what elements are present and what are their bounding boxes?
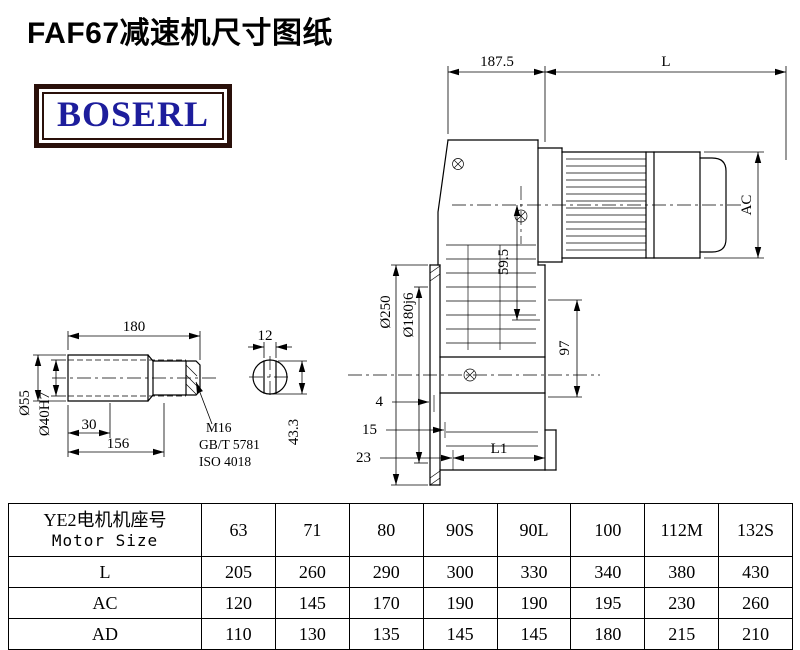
keyway-section-view [252,359,288,395]
centerlines [52,186,744,398]
dim-label-59-5: 59.5 [496,249,512,275]
size-col-100: 100 [570,503,646,557]
row-label-AC: AC [8,587,202,619]
table-row-L: L 205 260 290 300 330 340 380 430 [8,556,793,588]
value-cell: 210 [718,618,793,650]
dimensions-shaft: 180 30 156 Ø55 Ø40H7 12 43.3 M16 [17,319,307,469]
motor-size-header-cell: YE2电机机座号 Motor Size [8,503,202,557]
boserl-logo: BOSERL [34,84,233,149]
value-cell: 145 [274,587,350,619]
boserl-logo-frame: BOSERL [42,92,225,141]
value-cell: 215 [644,618,720,650]
size-col-80: 80 [348,503,424,557]
dim-label-12: 12 [258,328,273,344]
size-col-132s: 132S [718,503,793,557]
size-col-63: 63 [201,503,276,557]
size-col-112m: 112M [644,503,720,557]
dim-label-187-5: 187.5 [480,54,514,70]
dim-label-L1: L1 [491,441,508,457]
table-row-AC: AC 120 145 170 190 190 195 230 260 [8,587,793,619]
value-cell: 130 [274,618,350,650]
value-cell: 205 [201,556,276,588]
dim-label-15: 15 [362,422,377,438]
dim-label-43-3: 43.3 [286,419,302,445]
dim-label-d40h7: Ø40H7 [37,391,53,436]
dimensions-main: 187.5 L AC Ø250 Ø180j6 59.5 97 4 15 23 [356,54,787,486]
dim-label-4: 4 [376,394,384,410]
motor-size-label-cn: YE2电机机座号 [43,509,167,530]
dim-label-d250: Ø250 [378,295,394,328]
value-cell: 180 [570,618,646,650]
value-cell: 330 [496,556,572,588]
thread-note-m16: M16 [206,420,232,435]
table-header-row: YE2电机机座号 Motor Size 63 71 80 90S 90L 100… [8,503,793,557]
std-note-iso: ISO 4018 [199,454,251,469]
size-col-90s: 90S [422,503,498,557]
value-cell: 120 [201,587,276,619]
value-cell: 170 [348,587,424,619]
value-cell: 260 [718,587,793,619]
value-cell: 110 [201,618,276,650]
size-col-71: 71 [274,503,350,557]
dim-label-d55: Ø55 [17,390,33,416]
dim-label-L: L [661,54,670,70]
std-note-gbt: GB/T 5781 [199,437,260,452]
dim-label-180: 180 [123,319,146,335]
value-cell: 145 [422,618,498,650]
motor-fins [566,158,646,251]
motor-dimension-table: YE2电机机座号 Motor Size 63 71 80 90S 90L 100… [8,503,793,650]
value-cell: 190 [496,587,572,619]
value-cell: 145 [496,618,572,650]
row-label-AD: AD [8,618,202,650]
value-cell: 430 [718,556,793,588]
row-label-L: L [8,556,202,588]
value-cell: 135 [348,618,424,650]
logo-text: BOSERL [57,94,210,134]
value-cell: 290 [348,556,424,588]
dim-label-156: 156 [107,436,130,452]
value-cell: 300 [422,556,498,588]
value-cell: 190 [422,587,498,619]
motor [537,147,727,263]
table-row-AD: AD 110 130 135 145 145 180 215 210 [8,618,793,650]
dim-label-23: 23 [356,450,371,466]
size-col-90l: 90L [496,503,572,557]
value-cell: 260 [274,556,350,588]
value-cell: 380 [644,556,720,588]
value-cell: 230 [644,587,720,619]
value-cell: 340 [570,556,646,588]
motor-size-label-en: Motor Size [51,531,159,551]
technical-drawing: 180 30 156 Ø55 Ø40H7 12 43.3 M16 [17,54,787,486]
dim-label-97: 97 [557,340,573,356]
dim-label-d180: Ø180j6 [401,292,417,338]
shaft-detail-view [67,354,201,402]
page-title: FAF67减速机尺寸图纸 [27,17,334,50]
bolt-symbols [452,158,528,382]
value-cell: 195 [570,587,646,619]
dim-label-AC: AC [739,195,755,216]
dim-label-30: 30 [82,417,97,433]
gearbox-outline [429,139,557,486]
